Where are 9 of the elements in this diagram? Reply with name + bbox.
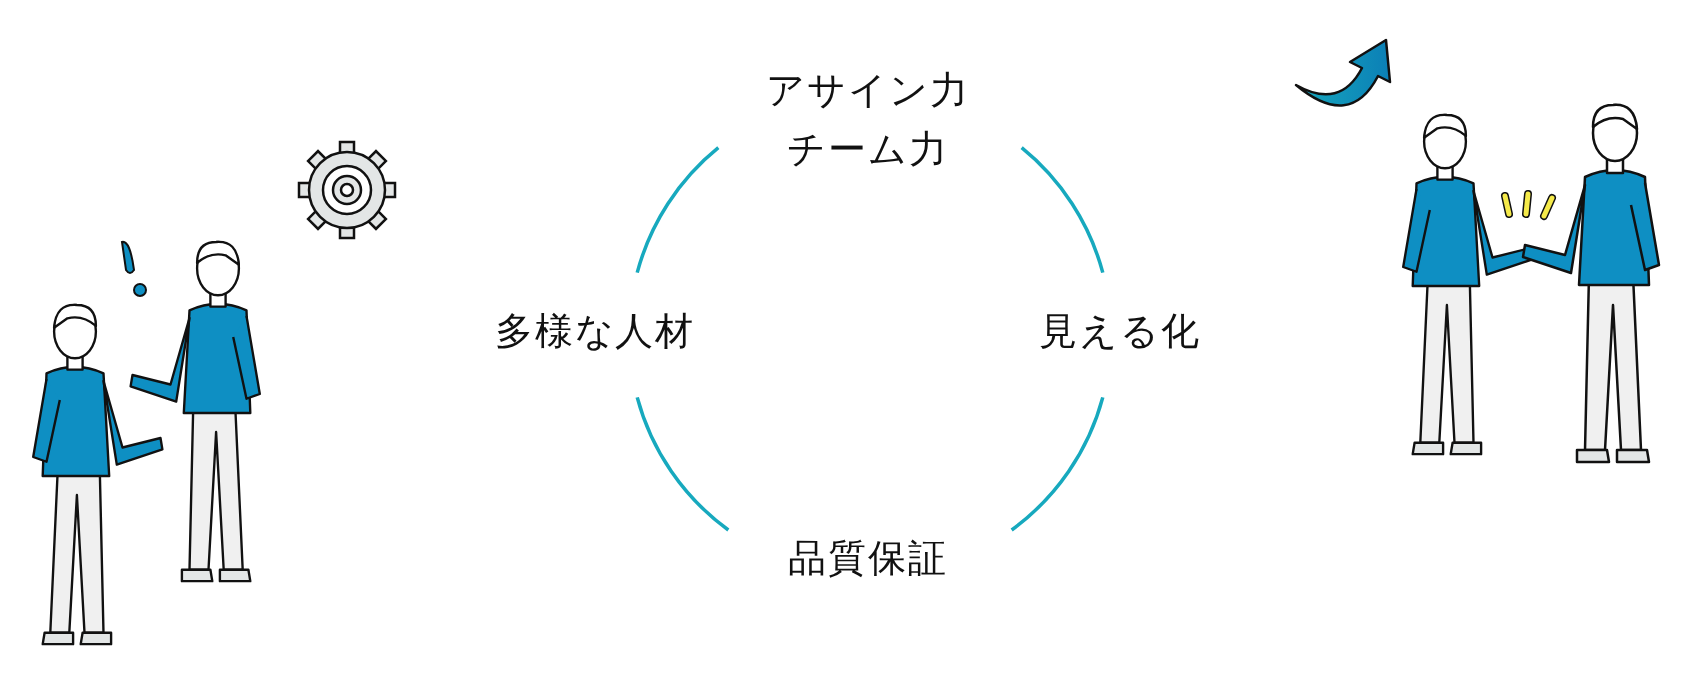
node-label: アサイン力	[766, 66, 970, 114]
circle-arc-connector	[635, 396, 730, 532]
node-label: 見える化	[1039, 308, 1201, 356]
node-label: 多様な人材	[494, 308, 696, 356]
node-label: チーム力	[787, 126, 949, 173]
circle-arc-connector	[1020, 146, 1105, 274]
circle-arc-connector	[635, 146, 720, 274]
node-label: 品質保証	[788, 535, 948, 583]
circle-arc-connector	[1010, 396, 1105, 532]
